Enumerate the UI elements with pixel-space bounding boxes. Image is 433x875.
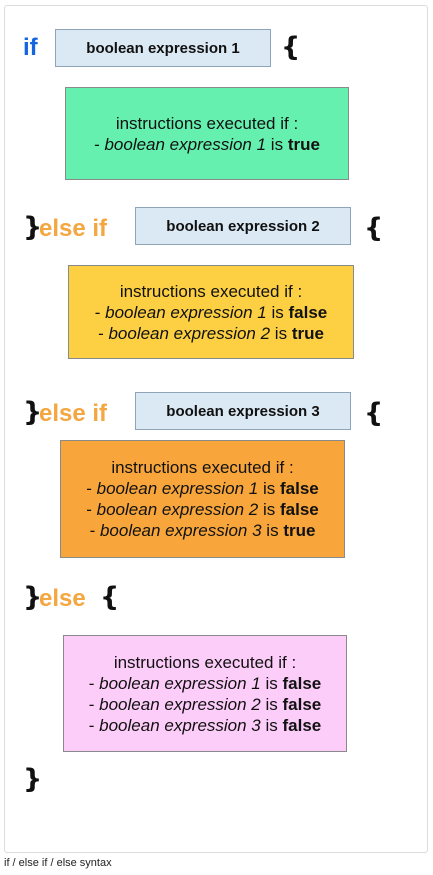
block-line: - boolean expression 1 is true <box>94 134 320 154</box>
else-keyword: else <box>39 585 86 612</box>
block-line: - boolean expression 3 is true <box>89 521 316 540</box>
block-else-if-2: instructions executed if : - boolean exp… <box>60 440 345 558</box>
close-brace-2: } <box>23 397 43 428</box>
close-brace-final: } <box>23 764 43 795</box>
block-line: - boolean expression 2 is true <box>98 323 324 343</box>
block-line: - boolean expression 1 is false <box>86 479 319 498</box>
block-else-if-1: instructions executed if : - boolean exp… <box>68 265 354 359</box>
block-heading: instructions executed if : <box>119 281 303 301</box>
condition-box-1: boolean expression 1 <box>55 29 271 67</box>
if-keyword: if <box>23 34 38 61</box>
block-heading: instructions executed if : <box>113 652 297 672</box>
block-line: - boolean expression 2 is false <box>88 694 322 714</box>
figure-caption: if / else if / else syntax <box>4 857 112 869</box>
open-brace-4: { <box>100 582 120 613</box>
condition-box-2: boolean expression 2 <box>135 207 351 245</box>
else-if-keyword-1: else if <box>39 215 108 242</box>
block-else: instructions executed if : - boolean exp… <box>63 635 347 752</box>
open-brace-1: { <box>281 32 301 63</box>
condition-box-3: boolean expression 3 <box>135 392 351 430</box>
block-heading: instructions executed if : <box>115 113 299 133</box>
block-line: - boolean expression 1 is false <box>94 302 328 322</box>
open-brace-2: { <box>364 213 384 244</box>
close-brace-1: } <box>23 212 43 243</box>
else-if-keyword-2: else if <box>39 400 108 427</box>
block-if: instructions executed if : - boolean exp… <box>65 87 349 180</box>
block-line: - boolean expression 2 is false <box>86 500 319 519</box>
block-heading: instructions executed if : <box>111 458 294 477</box>
block-line: - boolean expression 1 is false <box>88 673 322 693</box>
open-brace-3: { <box>364 398 384 429</box>
close-brace-3: } <box>23 582 43 613</box>
block-line: - boolean expression 3 is false <box>88 715 322 735</box>
